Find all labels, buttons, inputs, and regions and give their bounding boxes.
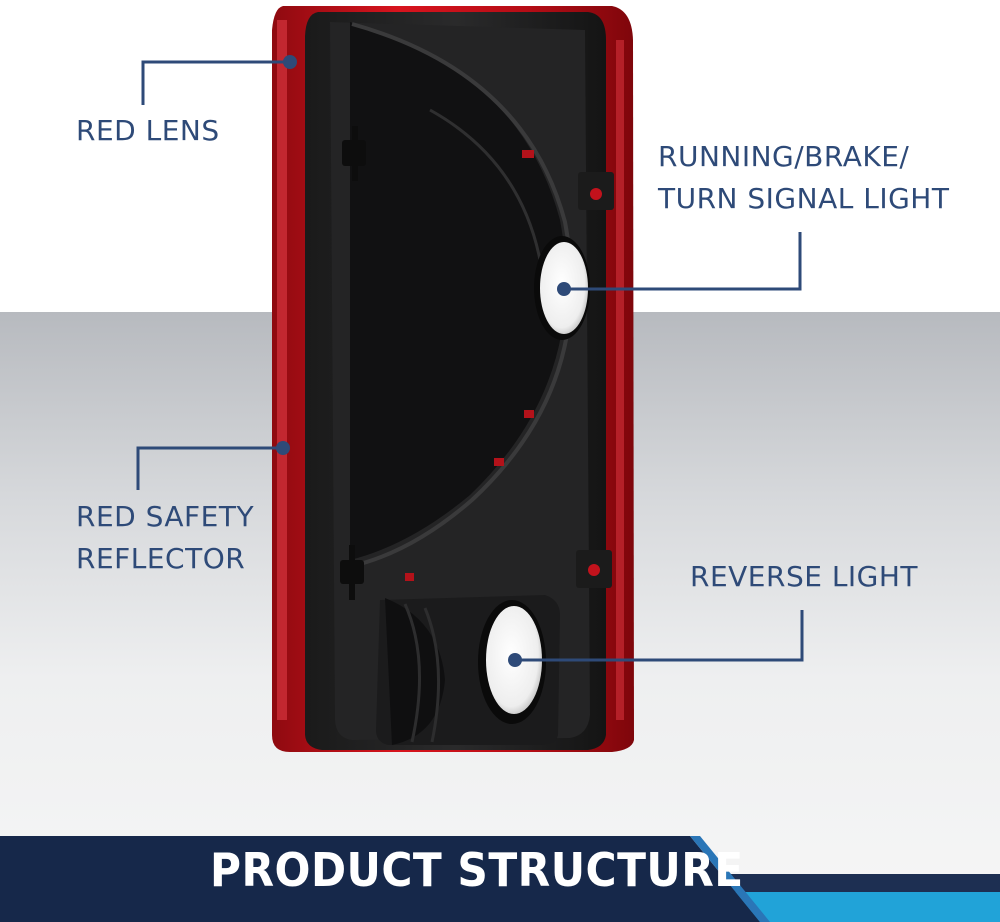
mounting-stud-bottom bbox=[340, 545, 364, 600]
screw-tab-upper bbox=[578, 172, 614, 210]
red-lens-highlight-left bbox=[277, 20, 287, 720]
reverse-reflector-left bbox=[385, 598, 445, 745]
dot-red-lens bbox=[283, 55, 297, 69]
dot-running-light bbox=[557, 282, 571, 296]
banner-title: PRODUCT STRUCTURE bbox=[210, 843, 744, 897]
screw-tab-lower bbox=[576, 550, 612, 588]
dot-reverse bbox=[508, 653, 522, 667]
leader-red-lens bbox=[141, 60, 290, 105]
banner-accent-edge bbox=[690, 836, 770, 922]
red-clip-1 bbox=[522, 150, 534, 158]
upper-reflector-sheen bbox=[429, 108, 542, 261]
label-running-light-line1: RUNNING/BRAKE/ bbox=[658, 140, 910, 173]
label-reflector-line1: RED SAFETY bbox=[76, 500, 255, 533]
upper-reflector-dome bbox=[350, 22, 566, 560]
red-clip-4 bbox=[405, 573, 414, 581]
red-clip-2 bbox=[524, 410, 534, 418]
banner-dark-right bbox=[700, 874, 1000, 892]
dot-reflector bbox=[276, 441, 290, 455]
red-clip-3 bbox=[494, 458, 504, 466]
reverse-reflector-ribs bbox=[403, 603, 441, 743]
leader-reflector bbox=[136, 446, 283, 490]
label-red-lens: RED LENS bbox=[76, 114, 220, 147]
red-lens-highlight-right bbox=[616, 40, 624, 720]
label-running-light-line2: TURN SIGNAL LIGHT bbox=[658, 182, 950, 215]
label-reverse-light: REVERSE LIGHT bbox=[690, 560, 919, 593]
label-reflector-line2: REFLECTOR bbox=[76, 542, 246, 575]
banner-navy-body bbox=[0, 836, 760, 922]
mounting-stud-top bbox=[342, 126, 366, 181]
leader-running-light bbox=[564, 232, 802, 291]
leader-reverse bbox=[515, 610, 804, 662]
